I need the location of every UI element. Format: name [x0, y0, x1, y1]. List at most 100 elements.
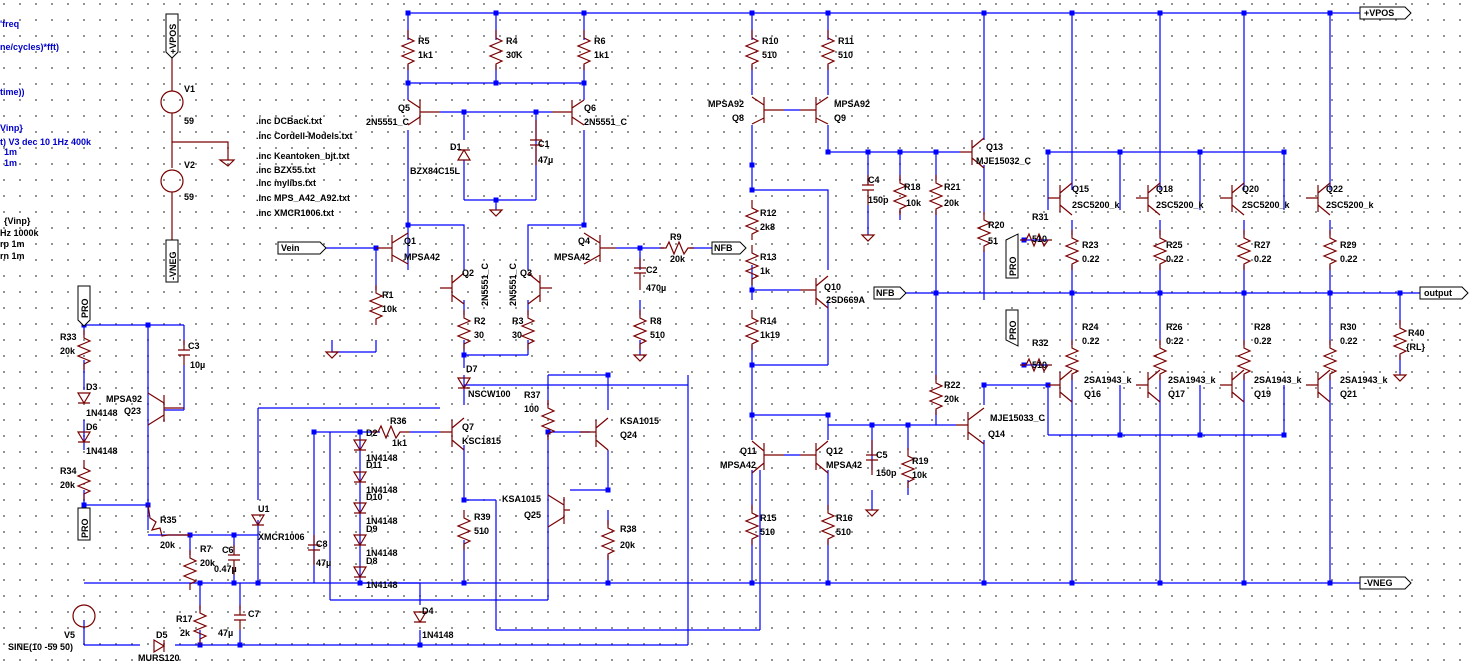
- diode-d3-model: 1N4148: [86, 408, 118, 418]
- transistor-q22-name: Q22: [1326, 184, 1343, 194]
- resistor-r39-symbol: [457, 509, 471, 551]
- source-v5-name: V5: [64, 630, 75, 640]
- junction-dot: [1069, 580, 1075, 586]
- resistor-r25-name: R25: [1166, 240, 1183, 250]
- source-v2-name: V2: [184, 160, 195, 170]
- resistor-r21-name: R21: [944, 182, 961, 192]
- diode-d7-name: D7: [466, 364, 478, 374]
- net-label-vein: Vein: [281, 243, 300, 253]
- junction-dot: [197, 580, 203, 586]
- junction-dot: [605, 580, 611, 586]
- capacitor-c6-name: C6: [222, 545, 234, 555]
- transistor-q10-model: 2SD669A: [826, 295, 866, 305]
- capacitor-symbols: [178, 120, 878, 630]
- capacitor-c4-value: 150p: [868, 195, 889, 205]
- resistor-r36-value: 1k1: [392, 438, 407, 448]
- junction-dot: [865, 149, 871, 155]
- diode-d4-name: D4: [422, 606, 434, 616]
- resistor-r31-value: 510: [1032, 234, 1047, 244]
- resistor-r24-value: 0.22: [1082, 336, 1100, 346]
- transistor-q20-model: 2SC5200_k: [1242, 200, 1291, 210]
- resistor-r1-symbol: [369, 284, 383, 326]
- resistor-r9-symbol: [660, 240, 694, 256]
- junction-dot: [1157, 580, 1163, 586]
- resistor-r23-name: R23: [1082, 240, 1099, 250]
- transistor-q8-model: MPSA92: [708, 99, 744, 109]
- resistor-r27-symbol: [1237, 229, 1251, 271]
- junction-dot: [145, 322, 151, 328]
- junction-dot: [581, 80, 587, 86]
- resistor-r34-name: R34: [60, 466, 77, 476]
- transistor-q14-name: Q14: [988, 429, 1005, 439]
- diode-d1-model: BZX84C15L: [410, 166, 461, 176]
- ground-symbols: [218, 159, 1408, 517]
- resistor-r19-symbol: [901, 447, 915, 489]
- resistor-r6-symbol: [577, 29, 591, 71]
- diode-d4-model: 1N4148: [422, 630, 454, 640]
- junction-dot: [749, 287, 755, 293]
- diode-d6-model: 1N4148: [86, 446, 118, 456]
- junction-dot: [897, 149, 903, 155]
- directive-line: .inc Cordell-Models.txt: [256, 131, 353, 141]
- resistor-r6-name: R6: [594, 36, 606, 46]
- resistor-r26-value: 0.22: [1166, 336, 1184, 346]
- sim-command-fragment: t) V3 dec 10 1Hz 400k: [0, 137, 92, 147]
- junction-dot: [237, 642, 243, 648]
- transistor-q13-model: MJE15032_C: [976, 156, 1032, 166]
- resistor-r4-symbol: [489, 29, 503, 71]
- resistor-r11-symbol: [821, 29, 835, 71]
- transistor-q4-model: MPSA42: [554, 252, 590, 262]
- junction-dot: [605, 487, 611, 493]
- diode-d8-model: 1N4148: [366, 580, 398, 590]
- net-label-vpos: +VPOS: [1364, 8, 1394, 18]
- junction-dot: [1397, 290, 1403, 296]
- net-label-vneg: -VNEG: [1364, 578, 1393, 588]
- junction-dot: [749, 187, 755, 193]
- resistor-r35-name: R35: [160, 515, 177, 525]
- sim-command-fragment: ne/cycles)*fft): [0, 42, 59, 52]
- junction-dot: [1117, 149, 1123, 155]
- resistor-r33-symbol: [77, 329, 91, 371]
- resistor-r38-value: 20k: [620, 540, 636, 550]
- junction-dot: [981, 10, 987, 16]
- diode-d11-model: 1N4148: [366, 485, 398, 495]
- resistor-r11-value: 510: [838, 50, 853, 60]
- resistor-r24-name: R24: [1082, 322, 1099, 332]
- junction-dot: [1327, 290, 1333, 296]
- net-label-nfb-left: NFB: [714, 243, 733, 253]
- sim-command-fragment: rn 1m: [0, 251, 25, 261]
- capacitor-c2-value: 470µ: [646, 283, 666, 293]
- resistor-r9-value: 20k: [670, 254, 686, 264]
- junction-dot: [1241, 10, 1247, 16]
- junction-dot: [255, 580, 261, 586]
- junction-dot: [1281, 432, 1287, 438]
- component-symbols: [72, 29, 1408, 654]
- transistor-q10-name: Q10: [824, 282, 841, 292]
- resistor-r5-value: 1k1: [418, 50, 433, 60]
- junction-dot: [825, 580, 831, 586]
- junction-dot: [405, 222, 411, 228]
- resistor-r5-name: R5: [418, 36, 430, 46]
- diode-d10-model: 1N4148: [366, 516, 398, 526]
- resistor-r15-value: 510: [760, 527, 775, 537]
- resistor-r10-name: R10: [762, 36, 779, 46]
- resistor-r38-name: R38: [620, 524, 637, 534]
- transistor-q3-name: Q3: [520, 268, 532, 278]
- transistor-q15-model: 2SC5200_k: [1072, 200, 1121, 210]
- transistor-q17-name: Q17: [1168, 389, 1185, 399]
- source-v2-value: 59: [184, 192, 194, 202]
- capacitor-c1-value: 47µ: [538, 155, 553, 165]
- resistor-r14-symbol: [745, 309, 759, 351]
- source-v1-name: V1: [184, 84, 195, 94]
- resistor-r20-value: 51: [988, 236, 998, 246]
- junction-dot: [1117, 432, 1123, 438]
- junction-dot: [605, 372, 611, 378]
- resistor-r36-symbol: [372, 424, 410, 440]
- junction-dot: [1327, 10, 1333, 16]
- resistor-r27-name: R27: [1254, 240, 1271, 250]
- transistor-q24-name: Q24: [620, 430, 637, 440]
- net-label-vneg-vert: -VNEG: [168, 251, 178, 280]
- transistor-q1-name: Q1: [404, 236, 416, 246]
- capacitor-c4-name: C4: [868, 175, 880, 185]
